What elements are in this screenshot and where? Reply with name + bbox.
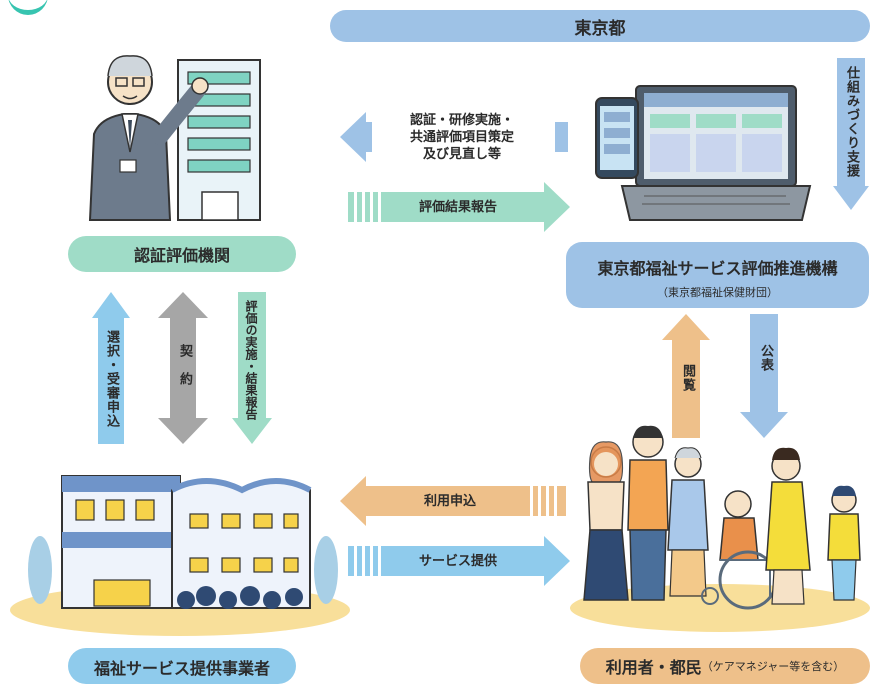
- evaluator-illustration: [88, 55, 261, 221]
- service-provision-label: サービス提供: [418, 554, 497, 569]
- selection-application-label: 選択・受審申込: [104, 330, 119, 428]
- users-group-illustration: [570, 425, 870, 632]
- browse-label: 閲覧: [680, 364, 695, 392]
- cert-training-label: 認証・研修実施・ 共通評価項目策定 及び見直し等: [372, 112, 552, 163]
- tokyo-label: 東京都: [574, 18, 626, 39]
- arrow-contract: [158, 292, 208, 444]
- tokyo-header-bar: 東京都: [330, 10, 870, 42]
- system-support-label: 仕組みづくり支援: [844, 66, 859, 178]
- users-residents-label: 利用者・都民（ケアマネジャー等を含む）: [580, 648, 870, 684]
- service-provider-label: 福祉サービス提供事業者: [68, 648, 296, 684]
- usage-application-label: 利用申込: [423, 494, 476, 509]
- arrow-evaluation-implementation: [232, 292, 272, 444]
- publish-label: 公表: [758, 344, 773, 372]
- promotion-org-box: 東京都福祉サービス評価推進機構 （東京都福祉保健財団）: [566, 242, 869, 308]
- evaluation-report-label: 評価結果報告: [418, 200, 497, 215]
- promotion-org-name: 東京都福祉サービス評価推進機構: [597, 259, 838, 278]
- arrow-system-support: [833, 58, 869, 210]
- contract-label: 契 約: [177, 344, 192, 386]
- promotion-org-sub: （東京都福祉保健財団）: [657, 286, 778, 299]
- evaluation-implementation-label: 評価の実施・結果報告: [244, 300, 258, 420]
- facility-building-illustration: [10, 475, 350, 636]
- arrow-evaluation-report: [348, 182, 570, 232]
- arrow-selection-application: [92, 292, 130, 444]
- arrow-publish: [740, 314, 788, 438]
- arrow-usage-application: [340, 476, 566, 526]
- corner-arc-decoration: [8, 0, 48, 15]
- arrow-browse: [662, 314, 710, 438]
- arrow-service-provision: [348, 536, 570, 586]
- website-devices-illustration: [595, 85, 812, 221]
- certification-org-label: 認証評価機関: [68, 236, 296, 272]
